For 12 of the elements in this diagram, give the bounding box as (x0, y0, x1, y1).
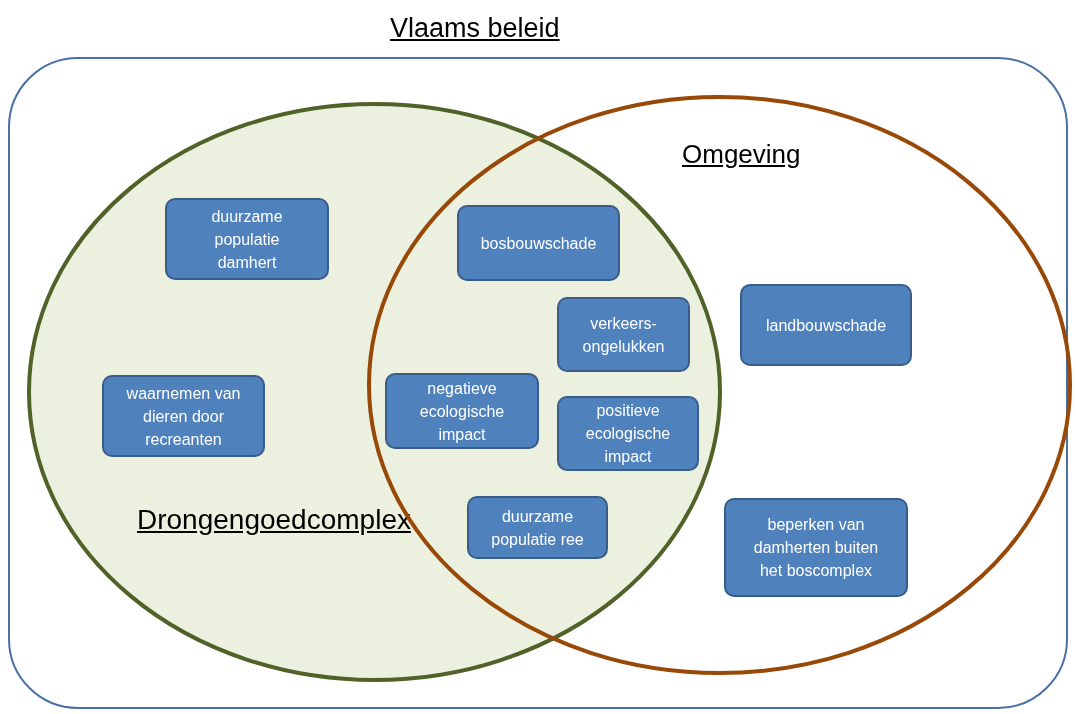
topic-box: positieve ecologische impact (557, 396, 699, 471)
topic-box: duurzame populatie damhert (165, 198, 329, 280)
region-label: Drongengoedcomplex (137, 504, 411, 536)
region-label: Omgeving (682, 139, 801, 170)
topic-box: waarnemen van dieren door recreanten (102, 375, 265, 457)
topic-box: duurzame populatie ree (467, 496, 608, 559)
topic-box: negatieve ecologische impact (385, 373, 539, 449)
diagram-heading: Vlaams beleid (390, 13, 560, 44)
topic-box: bosbouwschade (457, 205, 620, 281)
topic-box: beperken van damherten buiten het boscomplex (724, 498, 908, 597)
topic-box: landbouwschade (740, 284, 912, 366)
topic-box: verkeers- ongelukken (557, 297, 690, 372)
